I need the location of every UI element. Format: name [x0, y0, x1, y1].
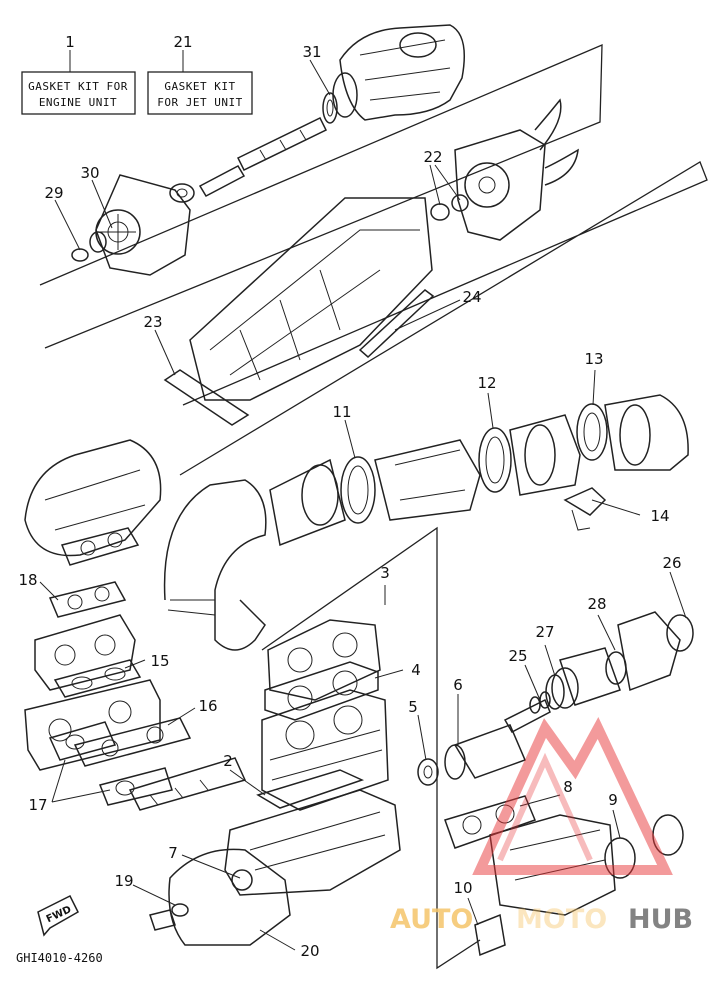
cap-14-part [563, 487, 607, 531]
callout-22: 22 [423, 148, 442, 166]
air-intake-part [24, 439, 162, 557]
callout-23: 23 [143, 313, 162, 331]
gasket-13-part [576, 403, 608, 461]
callout-14: 14 [650, 507, 669, 525]
seal-19-part [149, 903, 189, 931]
callout-8: 8 [563, 778, 573, 796]
watermark-text-left: AUTO [390, 904, 473, 935]
drive-shaft-part [169, 117, 328, 203]
o-ring-26-part [666, 614, 694, 652]
callout-7: 7 [168, 844, 178, 862]
base-gasket-2-part [256, 769, 365, 809]
o-rings-25-part [529, 691, 551, 714]
callout-27: 27 [535, 623, 554, 641]
callout-20: 20 [300, 942, 319, 960]
carburetor-part [34, 614, 136, 691]
oil-seal-5-part [417, 758, 439, 786]
kit-box-jet: GASKET KIT FOR JET UNIT [147, 71, 253, 115]
magneto-cover-part [168, 848, 291, 946]
callout-11: 11 [332, 403, 351, 421]
callout-25: 25 [508, 647, 527, 665]
callout-26: 26 [662, 554, 681, 572]
head-gasket-4-part [264, 661, 379, 721]
callout-21: 21 [173, 33, 192, 51]
housing-28-part [605, 611, 681, 692]
jet-unit-frame [39, 44, 603, 349]
bearing-housing-part [551, 647, 621, 709]
pump-housing-part [332, 24, 465, 121]
bearing-30-part [89, 231, 107, 253]
gasket-12-part [478, 427, 512, 493]
water-lock-part [189, 197, 433, 401]
callout-13: 13 [584, 350, 603, 368]
exhaust-pipe-part [269, 439, 481, 547]
exhaust-elbow-part [163, 479, 267, 651]
callout-17: 17 [28, 796, 47, 814]
callout-10: 10 [453, 879, 472, 897]
gasket-11-part [340, 456, 376, 524]
callout-labels: 1 21 2 3 4 5 6 7 8 9 10 11 12 13 14 15 1… [18, 33, 681, 960]
callout-29: 29 [44, 184, 63, 202]
kit-box-engine-line1: GASKET KIT FOR [28, 80, 128, 93]
kit-box-engine: GASKET KIT FOR ENGINE UNIT [21, 71, 136, 115]
washer-29-part [71, 248, 89, 262]
callout-16: 16 [198, 697, 217, 715]
callout-12: 12 [477, 374, 496, 392]
figure-code: GHI4010-4260 [16, 951, 103, 965]
watermark-text-middle: MOTO [516, 904, 607, 935]
gasket-17-part [48, 721, 173, 806]
seal-31-part [322, 92, 338, 124]
gasket-10-part [474, 913, 506, 957]
kit-box-jet-line2: FOR JET UNIT [157, 96, 242, 109]
jet-pump-part [454, 98, 579, 241]
callout-1: 1 [65, 33, 75, 51]
cylinder-block-part [261, 689, 389, 811]
intake-manifold-part [24, 679, 161, 771]
callout-30: 30 [80, 164, 99, 182]
callout-15: 15 [150, 652, 169, 670]
gasket-18-part [48, 527, 140, 618]
exhaust-outlet-part [604, 394, 689, 471]
callout-24: 24 [462, 288, 481, 306]
callout-19: 19 [114, 872, 133, 890]
muffler-frame [179, 161, 708, 476]
reed-valve-part [128, 757, 247, 811]
kit-box-jet-line1: GASKET KIT [164, 80, 235, 93]
watermark-text-right: HUB [628, 904, 693, 935]
gasket-15-part [53, 659, 142, 698]
callout-9: 9 [608, 791, 618, 809]
callout-2: 2 [223, 752, 233, 770]
callout-4: 4 [411, 661, 421, 679]
impeller-housing-part [95, 174, 191, 276]
callout-28: 28 [587, 595, 606, 613]
callout-5: 5 [408, 698, 418, 716]
callout-31: 31 [302, 43, 321, 61]
callout-6: 6 [453, 676, 463, 694]
leader-lines [39, 59, 687, 951]
exhaust-joint-part [509, 414, 581, 496]
callout-3: 3 [380, 564, 390, 582]
watermark-logo: AUTO MOTO HUB [390, 716, 693, 935]
gasket-23-part [163, 369, 250, 426]
callout-18: 18 [18, 571, 37, 589]
fwd-arrow-icon: FWD [37, 894, 79, 937]
crankcase-part [224, 789, 401, 896]
strip-24-part [358, 289, 435, 359]
cylinder-head-part [267, 619, 381, 701]
engine-frame [261, 526, 481, 970]
kit-box-engine-line2: ENGINE UNIT [39, 96, 117, 109]
